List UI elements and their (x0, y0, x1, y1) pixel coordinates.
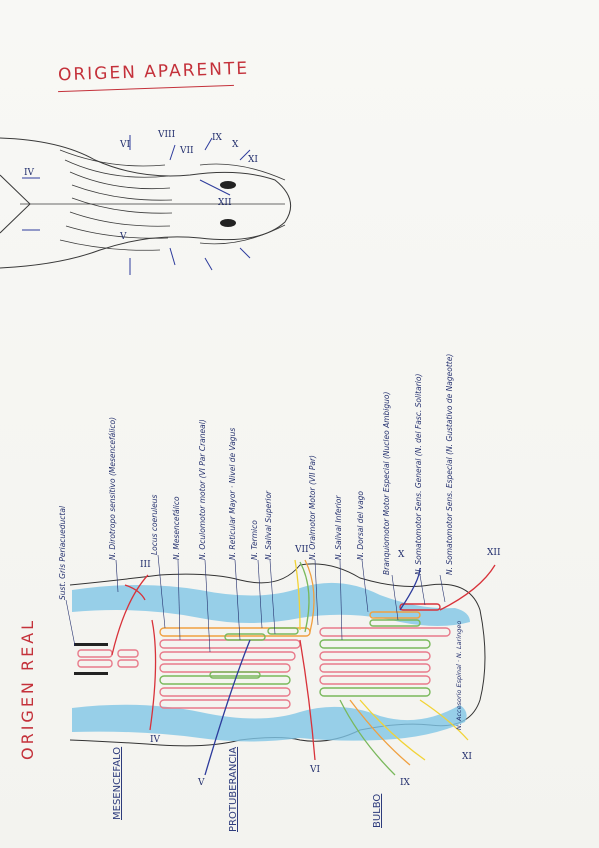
nucleus-label-1: N. Dirotropo sensitivo (Mesencefálico) (108, 416, 117, 560)
nerve-label-bottom-4: IX (400, 778, 410, 788)
nerve-label-top-4: IX (212, 133, 222, 143)
nucleus-label-8: N. Oralmotor Motor (VII Par) (308, 455, 317, 560)
nerve-label-bottom-8: III (140, 560, 151, 570)
nerve-label-bottom-2: VI (310, 765, 321, 775)
nerve-label-top-2: VII (180, 146, 194, 156)
nucleus-label-9: N. Salival Inferior (334, 495, 343, 560)
nucleus-label-2: Locus coeruleus (150, 494, 159, 555)
section-label-mesencefalo: MESENCEFALO (112, 746, 123, 820)
nerve-label-top-6: XI (248, 155, 258, 165)
nerve-label-top-8: V (120, 232, 127, 242)
nucleus-label-3: N. Mesencefálico (172, 496, 181, 560)
nerve-label-top-7: XII (218, 198, 232, 208)
section-title-origen-real: ORIGEN REAL (18, 617, 37, 760)
nucleus-label-5: N. Reticular Mayor · Nivel de Vagus (228, 427, 237, 560)
nerve-label-top-5: X (232, 140, 239, 150)
nucleus-label-7: N. Salival Superior (264, 490, 273, 560)
nucleus-label-6: N. Termico (250, 520, 259, 560)
nucleus-label-13: N. Somatomotor Sens. Especial (N. Gustat… (445, 353, 454, 575)
nerve-label-bottom-1: V (198, 778, 205, 788)
nucleus-label-0: Sust. Gris Periacueductal (58, 505, 67, 600)
nerve-label-top-0: IV (24, 168, 35, 178)
section-label-protuberancia: PROTUBERANCIA (228, 746, 239, 832)
nucleus-label-4: N. Oculomotor motor (VI Par Craneal) (198, 419, 207, 560)
nerve-label-bottom-6: XI (462, 752, 472, 762)
nerve-label-top-1: VI (120, 140, 131, 150)
nucleus-label-11: Branquiomotor Motor Especial (Nucleo Amb… (382, 391, 391, 575)
nerve-label-bottom-3: VII (295, 545, 309, 555)
nerve-label-bottom-0: IV (150, 735, 161, 745)
annotation-accesorio: N. Accesorio Espinal · N. Laringeo (455, 620, 463, 730)
nucleus-label-12: N. Somatomotor Sens. General (N. del Fas… (414, 373, 423, 575)
section-label-bulbo: BULBO (372, 793, 383, 828)
nerve-label-top-3: VIII (158, 130, 176, 140)
nerve-label-bottom-7: XII (487, 548, 501, 558)
nucleus-label-10: N. Dorsal del vago (356, 490, 365, 560)
nerve-label-bottom-5: X (398, 550, 405, 560)
